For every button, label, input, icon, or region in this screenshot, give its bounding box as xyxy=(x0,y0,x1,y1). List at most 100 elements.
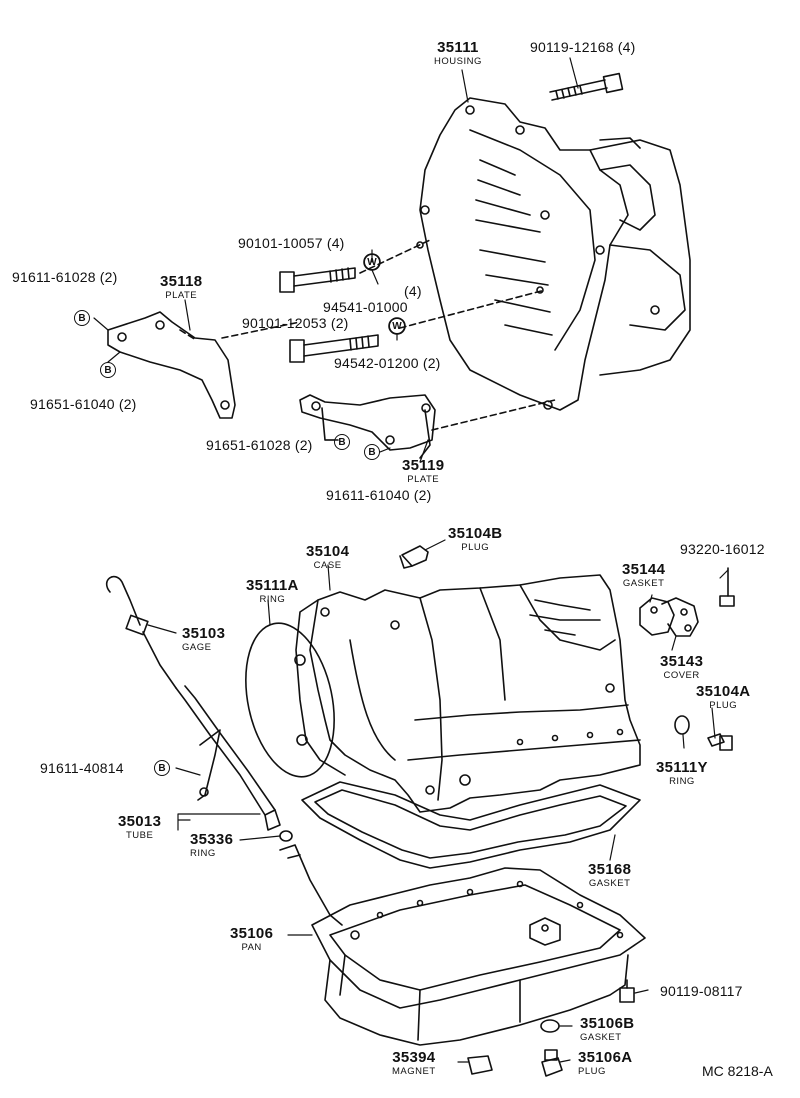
part-label-90119-08117: 90119-08117 xyxy=(660,984,743,998)
part-label-35104: 35104 CASE xyxy=(306,544,349,571)
part-number: 91651-61028 xyxy=(206,437,291,453)
part-name: GAGE xyxy=(182,642,212,653)
part-label-35111y: 35111Y RING xyxy=(656,760,708,787)
ring-35111a-drawing xyxy=(245,622,335,778)
part-quantity: (2) xyxy=(118,396,137,412)
part-label-35336: 35336 RING xyxy=(190,832,233,859)
part-number: 35106B xyxy=(580,1015,635,1032)
part-name: TUBE xyxy=(125,830,154,841)
part-number: 35168 xyxy=(588,861,632,878)
dipstick-tube-drawing xyxy=(105,575,343,926)
part-name: PLUG xyxy=(709,700,738,711)
part-name: GASKET xyxy=(622,578,665,589)
gasket-35106b-drawing xyxy=(540,1019,560,1033)
transmission-case-drawing xyxy=(294,574,641,813)
part-number: 90101-10057 xyxy=(238,235,323,251)
leader-lines xyxy=(93,57,729,1063)
part-number: 35106 xyxy=(230,925,274,942)
part-label-90101-10057: 90101-10057 (4) xyxy=(238,236,345,250)
part-label-94541-01000: 94541-01000 xyxy=(323,300,408,314)
part-name: PLATE xyxy=(165,290,198,301)
part-label-35118: 35118 PLATE xyxy=(160,274,202,301)
diagram-reference: MC 8218-A xyxy=(702,1063,773,1079)
gasket-35168-drawing xyxy=(301,781,641,869)
bolt-marker: B xyxy=(74,310,90,326)
part-label-35106: 35106 PAN xyxy=(230,926,273,953)
part-label-35144: 35144 GASKET xyxy=(622,562,665,589)
bolt-93220-16012-drawing xyxy=(719,567,735,607)
part-name: PAN xyxy=(241,942,262,953)
part-number: 35143 xyxy=(660,653,704,670)
drain-plug-90119-08117-drawing xyxy=(619,979,635,1003)
part-number: 35394 xyxy=(392,1049,436,1066)
part-label-90119-12168: 90119-12168 (4) xyxy=(530,40,636,54)
part-number: 35336 xyxy=(190,831,234,848)
part-number: 91611-61040 xyxy=(326,487,410,503)
part-label-91651-61040: 91651-61040 (2) xyxy=(30,397,137,411)
bolt-marker: B xyxy=(334,434,350,450)
part-number: 35104A xyxy=(696,683,751,700)
part-quantity: (2) xyxy=(294,437,313,453)
part-number: 35104B xyxy=(448,525,503,542)
plug-35106a-drawing xyxy=(541,1049,563,1077)
part-name: RING xyxy=(259,594,286,605)
part-number: 35106A xyxy=(578,1049,633,1066)
part-quantity: (2) xyxy=(413,487,432,503)
part-label-93220-16012: 93220-16012 xyxy=(680,542,765,556)
part-number: 35118 xyxy=(160,273,203,290)
part-number: 35111 xyxy=(437,39,479,56)
part-label-94541-01000-qty: (4) xyxy=(404,284,422,298)
part-number: 91611-40814 xyxy=(40,760,124,776)
ring-35111y-drawing xyxy=(674,715,690,735)
magnet-35394-drawing xyxy=(467,1055,493,1075)
part-label-91611-61028: 91611-61028 (2) xyxy=(12,270,118,284)
part-label-35106a: 35106A PLUG xyxy=(578,1050,632,1077)
part-number: 91651-61040 xyxy=(30,396,115,412)
plug-35104b-drawing xyxy=(399,545,429,569)
part-name: COVER xyxy=(663,670,700,681)
washer-marker: W xyxy=(389,318,405,334)
part-name: PLUG xyxy=(578,1066,606,1077)
part-label-35143: 35143 COVER xyxy=(660,654,703,681)
part-quantity: (2) xyxy=(330,315,349,331)
part-number: 94542-01200 xyxy=(334,355,419,371)
washer-marker: W xyxy=(364,254,380,270)
part-name: CASE xyxy=(313,560,342,571)
part-name: HOUSING xyxy=(434,56,482,67)
bolt-90101-12053-drawing xyxy=(289,289,546,363)
part-number: 35111A xyxy=(246,577,299,594)
part-number: 90101-12053 xyxy=(242,315,327,331)
part-label-35168: 35168 GASKET xyxy=(588,862,631,889)
part-label-35394: 35394 MAGNET xyxy=(392,1050,436,1077)
part-quantity: (4) xyxy=(617,39,636,55)
bolt-marker: B xyxy=(154,760,170,776)
part-name: GASKET xyxy=(588,878,631,889)
part-quantity: (4) xyxy=(326,235,345,251)
part-label-35013: 35013 TUBE xyxy=(118,814,161,841)
part-label-90101-12053: 90101-12053 (2) xyxy=(242,316,349,330)
part-label-91651-61028: 91651-61028 (2) xyxy=(206,438,313,452)
housing-drawing xyxy=(416,97,691,411)
part-label-35111: 35111 HOUSING xyxy=(434,40,482,67)
part-number: 35104 xyxy=(306,543,350,560)
part-label-35104a: 35104A PLUG xyxy=(696,684,750,711)
part-number: 35013 xyxy=(118,813,162,830)
part-number: 93220-16012 xyxy=(680,541,765,557)
part-label-35104b: 35104B PLUG xyxy=(448,526,502,553)
part-quantity: (2) xyxy=(99,269,118,285)
part-name: RING xyxy=(190,848,216,859)
bolt-90119-12168-drawing xyxy=(549,72,624,101)
part-name: MAGNET xyxy=(392,1066,436,1077)
part-number: 90119-08117 xyxy=(660,983,743,999)
part-name: PLATE xyxy=(407,474,440,485)
part-label-35119: 35119 PLATE xyxy=(402,458,444,485)
part-label-91611-61040: 91611-61040 (2) xyxy=(326,488,432,502)
part-quantity: (2) xyxy=(422,355,441,371)
part-label-94542-01200: 94542-01200 (2) xyxy=(334,356,441,370)
plate-35118-drawing xyxy=(107,311,301,419)
part-number: 35103 xyxy=(182,625,226,642)
cover-35143-drawing xyxy=(639,597,699,637)
part-number: 90119-12168 xyxy=(530,39,614,55)
